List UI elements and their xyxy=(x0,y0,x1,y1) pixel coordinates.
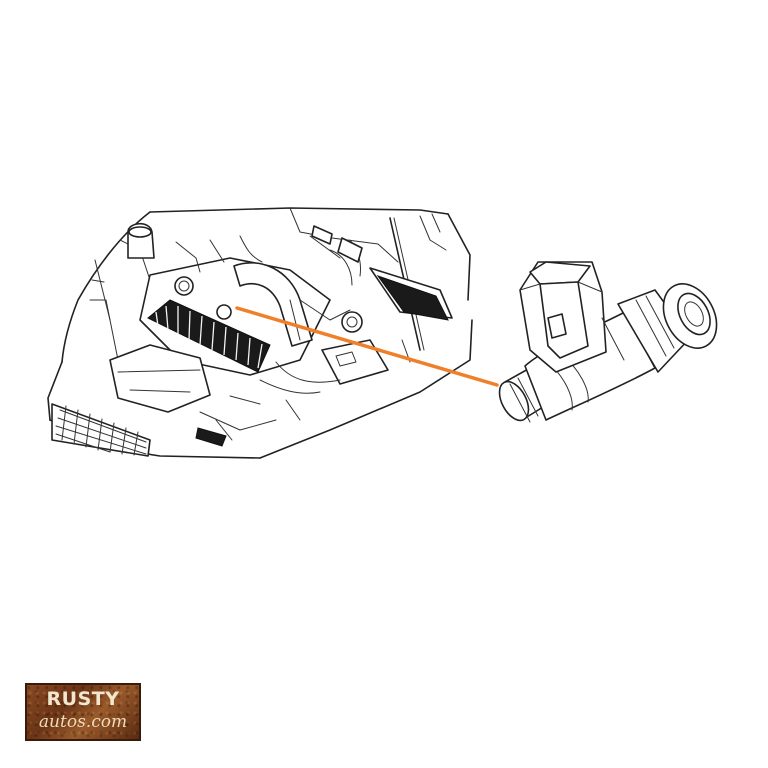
rustyautos-logo: RUSTY autos.com xyxy=(25,683,141,741)
fuel-injector-illustration xyxy=(498,261,718,423)
intake-hose xyxy=(147,299,271,373)
logo-line-1: RUSTY xyxy=(46,688,120,710)
grille xyxy=(51,403,151,457)
logo-line-2: autos.com xyxy=(38,712,128,732)
engine-bay-illustration xyxy=(47,207,473,459)
callout-line xyxy=(235,306,499,387)
logo-texture xyxy=(27,685,139,739)
